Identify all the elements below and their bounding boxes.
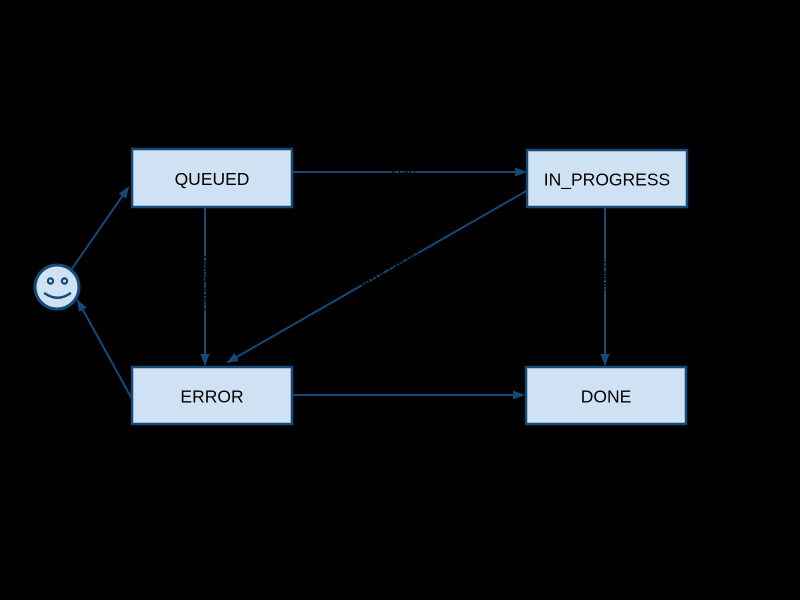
- node-queued-box: [130, 147, 294, 209]
- node-error-label: ERROR: [180, 387, 243, 407]
- node-in-progress: IN_PROGRESS: [525, 148, 689, 209]
- edge-in-progress-to-error: [226, 189, 529, 363]
- smiley-right-eye: [60, 277, 69, 285]
- smiley-left-eye: [46, 277, 55, 285]
- smiley-face-icon: [33, 263, 81, 311]
- edge-label-queued-to-in-progress: start: [391, 165, 417, 180]
- edge-label-in-progress-to-done: finish: [598, 261, 613, 291]
- node-done-label: DONE: [581, 387, 632, 407]
- edges: [70, 167, 610, 400]
- node-queued-label: QUEUED: [175, 169, 250, 189]
- node-done: DONE: [524, 365, 688, 426]
- node-error-box: [130, 365, 294, 426]
- node-in-progress-box: [525, 148, 689, 209]
- node-done-box: [524, 365, 688, 426]
- edge-error-to-start: [77, 299, 133, 400]
- smiley-mouth: [43, 292, 72, 299]
- edge-start-to-queued: [70, 186, 130, 271]
- node-error: ERROR: [130, 365, 294, 426]
- node-in-progress-label: IN_PROGRESS: [544, 170, 670, 191]
- start-state-node: [33, 263, 81, 311]
- edge-label-queued-to-error: cancelled: [198, 256, 213, 311]
- node-queued: QUEUED: [130, 147, 294, 209]
